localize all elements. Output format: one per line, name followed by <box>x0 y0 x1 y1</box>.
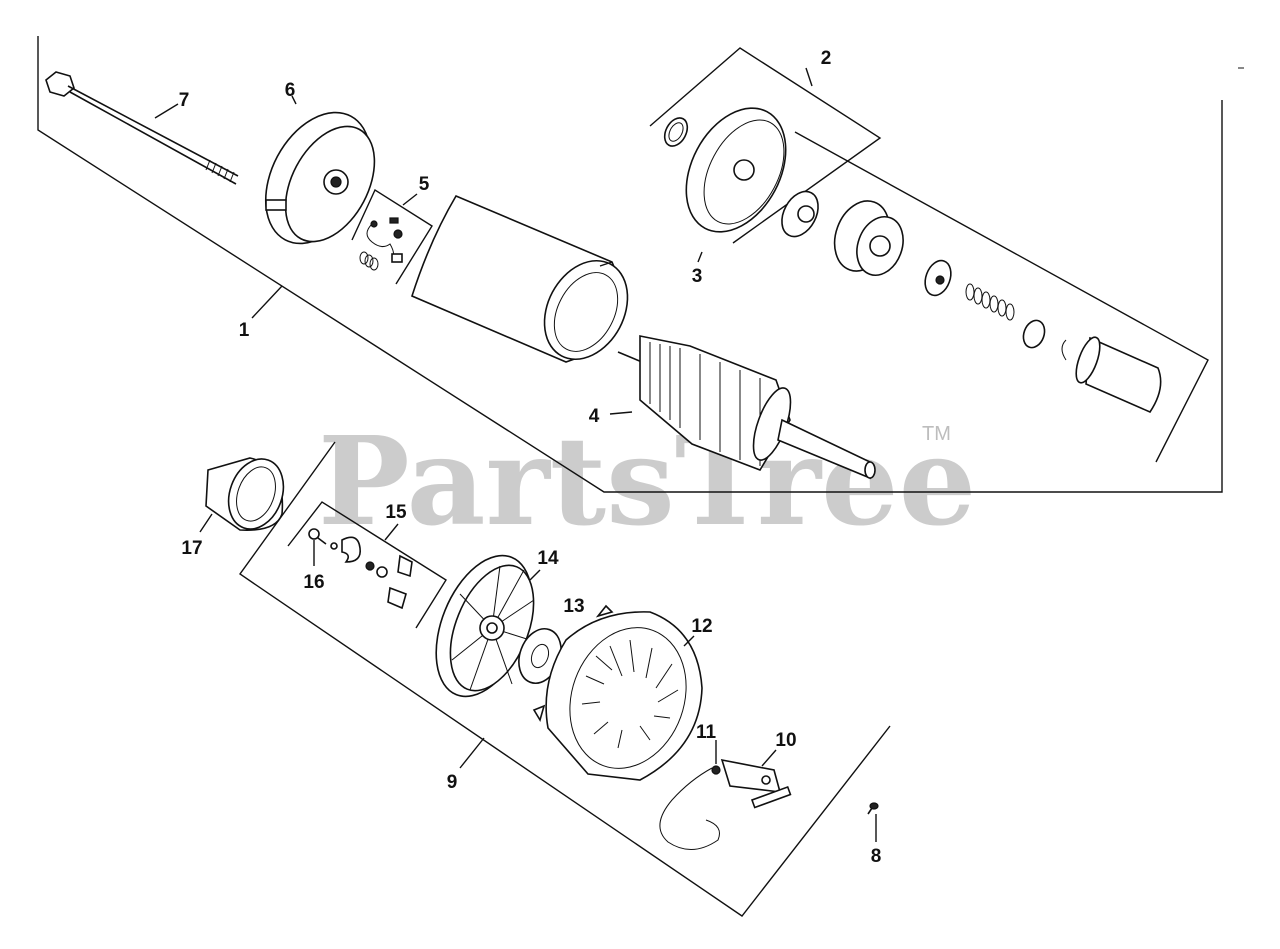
drive-end-cap <box>663 107 787 263</box>
armature <box>609 335 876 480</box>
callout-15: 15 <box>385 502 407 523</box>
callout-4: 4 <box>589 406 600 427</box>
callout-6: 6 <box>285 80 296 101</box>
callout-14: 14 <box>537 548 559 569</box>
pawl-kit-bracket <box>287 501 447 629</box>
callout-9: 9 <box>447 772 458 793</box>
callout-13: 13 <box>563 596 584 617</box>
watermark-text: PartsTree <box>318 409 976 553</box>
starter-rope-and-handle <box>659 740 792 850</box>
callout-12: 12 <box>691 616 712 637</box>
callout-2: 2 <box>821 48 832 69</box>
callout-5: 5 <box>419 174 430 195</box>
leader-9 <box>459 737 485 769</box>
callout-10: 10 <box>775 730 796 751</box>
starter-frame-housing <box>411 194 629 363</box>
brush-kit <box>359 217 403 271</box>
collar-cup <box>199 457 285 533</box>
recoil-starter-housing <box>532 604 703 781</box>
screw <box>867 802 879 842</box>
commutator-end-cap <box>264 95 376 245</box>
drive-end-bracket <box>649 47 1209 463</box>
callout-16: 16 <box>303 572 324 593</box>
leader-1 <box>251 285 283 319</box>
leader-4 <box>599 261 613 267</box>
callout-1: 1 <box>239 320 250 341</box>
brush-kit-bracket <box>351 188 433 285</box>
starter-pulley <box>435 554 541 698</box>
pawl-kit-parts <box>308 528 413 610</box>
watermark-trademark: TM <box>922 423 951 445</box>
drive-pinion-assembly <box>781 190 1162 414</box>
callout-7: 7 <box>179 90 190 111</box>
callout-11: 11 <box>696 722 717 743</box>
recoil-starter-bracket <box>239 441 891 917</box>
callout-8: 8 <box>871 846 882 867</box>
callout-17: 17 <box>181 538 202 559</box>
starter-assembly-bracket <box>37 36 1223 493</box>
through-bolt <box>45 71 239 185</box>
callout-3: 3 <box>692 266 703 287</box>
